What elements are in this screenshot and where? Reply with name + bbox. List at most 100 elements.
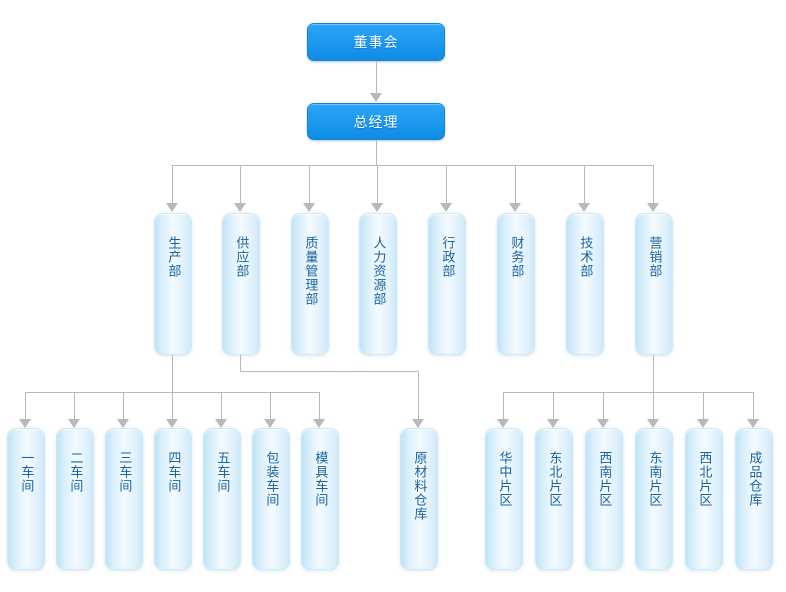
connector-drop-prod-3 bbox=[123, 392, 124, 420]
arrowhead-gm bbox=[370, 93, 382, 102]
connector-drop-dept-5 bbox=[446, 165, 447, 204]
arrowhead-mkt-1 bbox=[497, 419, 509, 428]
node-label: 董事会 bbox=[353, 34, 399, 50]
arrowhead-prod-2 bbox=[68, 419, 80, 428]
node-label: 人力资源部 bbox=[371, 236, 387, 306]
node-label: 东南片区 bbox=[647, 451, 663, 507]
node-label: 模具车间 bbox=[313, 451, 329, 507]
node-workshop-4[interactable]: 四车间 bbox=[154, 428, 192, 570]
node-department-finance[interactable]: 财务部 bbox=[497, 213, 535, 355]
node-label: 二车间 bbox=[68, 451, 84, 493]
connector-drop-mkt-3 bbox=[603, 392, 604, 420]
node-label: 生产部 bbox=[166, 236, 182, 278]
connector-supply-stem bbox=[240, 355, 241, 372]
connector-drop-dept-2 bbox=[240, 165, 241, 204]
arrowhead-prod-6 bbox=[264, 419, 276, 428]
node-finished-goods-warehouse[interactable]: 成品仓库 bbox=[735, 428, 773, 570]
node-department-marketing[interactable]: 营销部 bbox=[635, 213, 673, 355]
node-label: 东北片区 bbox=[547, 451, 563, 507]
arrowhead-prod-3 bbox=[117, 419, 129, 428]
connector-departments-bus bbox=[172, 165, 653, 166]
arrowhead-dept-7 bbox=[578, 203, 590, 212]
node-workshop-1[interactable]: 一车间 bbox=[7, 428, 45, 570]
node-label: 总经理 bbox=[353, 113, 399, 130]
connector-drop-mkt-6 bbox=[753, 392, 754, 420]
node-workshop-2[interactable]: 二车间 bbox=[56, 428, 94, 570]
node-department-hr[interactable]: 人力资源部 bbox=[359, 213, 397, 355]
connector-supply-elbow bbox=[240, 371, 418, 372]
node-department-supply[interactable]: 供应部 bbox=[222, 213, 260, 355]
node-workshop-5[interactable]: 五车间 bbox=[203, 428, 241, 570]
node-region-northwest[interactable]: 西北片区 bbox=[685, 428, 723, 570]
node-label: 西南片区 bbox=[597, 451, 613, 507]
node-label: 财务部 bbox=[509, 236, 525, 278]
node-department-quality[interactable]: 质量管理部 bbox=[291, 213, 329, 355]
connector-drop-mkt-1 bbox=[503, 392, 504, 420]
node-label: 华中片区 bbox=[497, 451, 513, 507]
node-label: 营销部 bbox=[647, 236, 663, 278]
node-label: 四车间 bbox=[166, 451, 182, 493]
node-department-administration[interactable]: 行政部 bbox=[428, 213, 466, 355]
connector-drop-dept-8 bbox=[653, 165, 654, 204]
node-region-southeast[interactable]: 东南片区 bbox=[635, 428, 673, 570]
connector-drop-prod-4 bbox=[172, 392, 173, 420]
node-label: 原材料仓库 bbox=[412, 451, 428, 521]
arrowhead-mkt-3 bbox=[597, 419, 609, 428]
arrowhead-dept-6 bbox=[509, 203, 521, 212]
arrowhead-dept-1 bbox=[166, 203, 178, 212]
arrowhead-mkt-4 bbox=[647, 419, 659, 428]
connector-gm-stem bbox=[376, 140, 377, 166]
arrowhead-dept-5 bbox=[440, 203, 452, 212]
connector-marketing-bus bbox=[503, 392, 753, 393]
connector-supply-drop bbox=[418, 371, 419, 420]
node-region-central-china[interactable]: 华中片区 bbox=[485, 428, 523, 570]
connector-drop-mkt-5 bbox=[703, 392, 704, 420]
connector-drop-mkt-4 bbox=[653, 392, 654, 420]
connector-drop-dept-3 bbox=[309, 165, 310, 204]
arrowhead-prod-1 bbox=[19, 419, 31, 428]
node-label: 五车间 bbox=[215, 451, 231, 493]
connector-drop-dept-1 bbox=[172, 165, 173, 204]
connector-drop-prod-2 bbox=[74, 392, 75, 420]
arrowhead-prod-5 bbox=[215, 419, 227, 428]
arrowhead-prod-7 bbox=[313, 419, 325, 428]
node-raw-material-warehouse[interactable]: 原材料仓库 bbox=[400, 428, 438, 570]
connector-drop-dept-7 bbox=[584, 165, 585, 204]
node-label: 供应部 bbox=[234, 236, 250, 278]
arrowhead-mkt-6 bbox=[747, 419, 759, 428]
node-label: 质量管理部 bbox=[303, 236, 319, 306]
node-label: 行政部 bbox=[440, 236, 456, 278]
arrowhead-supply-1 bbox=[412, 419, 424, 428]
node-region-northeast[interactable]: 东北片区 bbox=[535, 428, 573, 570]
node-board-of-directors[interactable]: 董事会 bbox=[307, 23, 445, 61]
connector-drop-mkt-2 bbox=[553, 392, 554, 420]
arrowhead-prod-4 bbox=[166, 419, 178, 428]
connector-marketing-stem bbox=[653, 355, 654, 393]
node-workshop-mold[interactable]: 模具车间 bbox=[301, 428, 339, 570]
node-label: 成品仓库 bbox=[747, 451, 763, 507]
connector-board-to-gm bbox=[376, 61, 377, 94]
node-department-production[interactable]: 生产部 bbox=[154, 213, 192, 355]
connector-drop-prod-7 bbox=[319, 392, 320, 420]
connector-drop-prod-5 bbox=[221, 392, 222, 420]
node-label: 包装车间 bbox=[264, 451, 280, 507]
arrowhead-dept-4 bbox=[371, 203, 383, 212]
node-label: 三车间 bbox=[117, 451, 133, 493]
node-region-southwest[interactable]: 西南片区 bbox=[585, 428, 623, 570]
connector-drop-prod-1 bbox=[25, 392, 26, 420]
arrowhead-mkt-2 bbox=[547, 419, 559, 428]
node-label: 一车间 bbox=[19, 451, 35, 493]
arrowhead-dept-8 bbox=[647, 203, 659, 212]
node-workshop-packaging[interactable]: 包装车间 bbox=[252, 428, 290, 570]
arrowhead-mkt-5 bbox=[697, 419, 709, 428]
node-department-technology[interactable]: 技术部 bbox=[566, 213, 604, 355]
node-workshop-3[interactable]: 三车间 bbox=[105, 428, 143, 570]
arrowhead-dept-3 bbox=[303, 203, 315, 212]
node-general-manager[interactable]: 总经理 bbox=[307, 103, 445, 140]
connector-drop-prod-6 bbox=[270, 392, 271, 420]
connector-production-stem bbox=[172, 355, 173, 393]
arrowhead-dept-2 bbox=[234, 203, 246, 212]
node-label: 技术部 bbox=[578, 236, 594, 278]
connector-drop-dept-4 bbox=[377, 165, 378, 204]
